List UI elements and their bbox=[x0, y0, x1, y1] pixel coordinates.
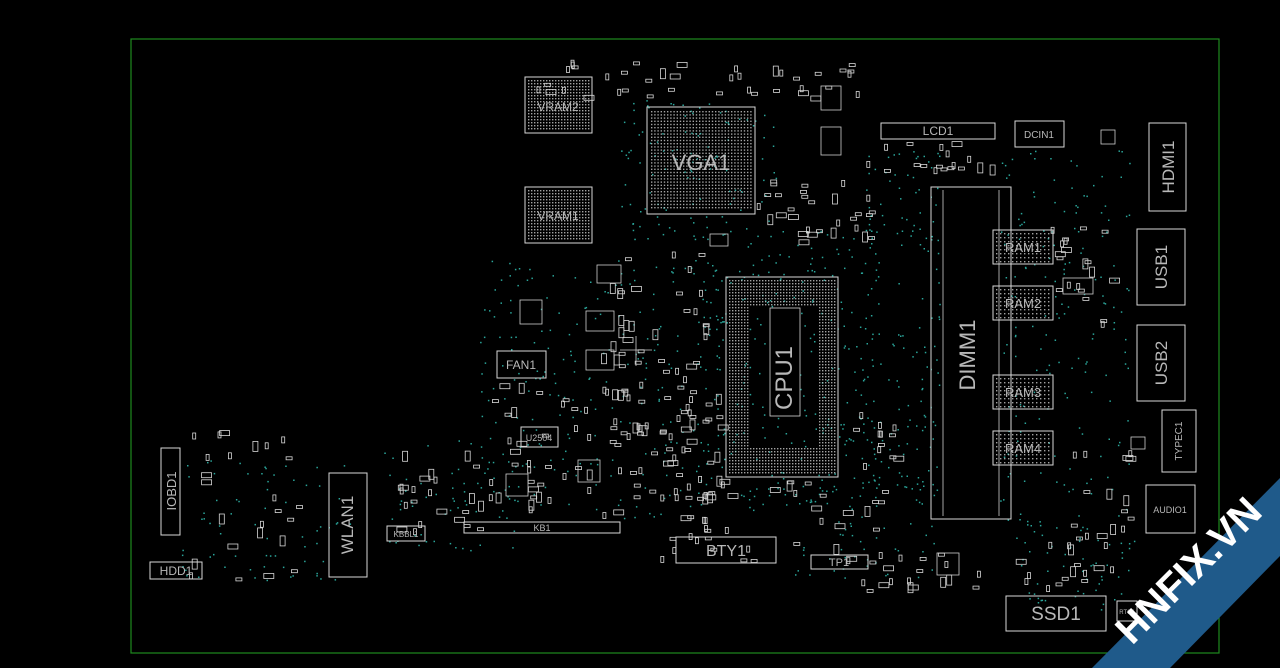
dimm1-slot[interactable]: DIMM1 bbox=[930, 186, 1012, 520]
typec1-connector[interactable]: TYPEC1 bbox=[1161, 409, 1197, 473]
cpu1-label: CPU1 bbox=[771, 346, 798, 410]
kbbl1-label: KBBL1 bbox=[394, 530, 419, 539]
typec1-label: TYPEC1 bbox=[1174, 421, 1185, 460]
tp1-label: TP1 bbox=[829, 557, 849, 569]
ram4-ball-grid bbox=[996, 434, 1050, 464]
ram1-ball-grid bbox=[996, 233, 1050, 263]
vram2-ball-grid bbox=[528, 80, 590, 130]
iobd1-connector[interactable]: IOBD1 bbox=[160, 447, 181, 536]
usb1-label: USB1 bbox=[1152, 245, 1171, 289]
iobd1-label: IOBD1 bbox=[164, 471, 179, 510]
ram2-chip[interactable]: RAM2 bbox=[992, 285, 1054, 321]
ram2-ball-grid bbox=[996, 289, 1050, 319]
fan1-label: FAN1 bbox=[506, 358, 536, 372]
u2504-label: U2504 bbox=[526, 433, 553, 443]
ram3-label: RAM3 bbox=[1005, 385, 1041, 400]
vram1-ball-grid bbox=[528, 190, 590, 240]
rtc1-label: RTC1 bbox=[1119, 610, 1135, 616]
wlan1-label: WLAN1 bbox=[338, 496, 357, 555]
fan1-connector[interactable]: FAN1 bbox=[496, 350, 547, 379]
cpu1-ball-grid bbox=[729, 280, 836, 474]
ssd1-slot[interactable]: SSD1 bbox=[1005, 595, 1107, 632]
u2504-chip[interactable]: U2504 bbox=[520, 426, 559, 448]
audio1-label: AUDIO1 bbox=[1153, 505, 1187, 515]
hdd1-label: HDD1 bbox=[160, 564, 193, 578]
lcd1-label: LCD1 bbox=[923, 124, 954, 138]
ram1-label: RAM1 bbox=[1005, 240, 1041, 255]
bty1-connector[interactable]: BTY1 bbox=[675, 536, 777, 564]
small-components-layer bbox=[189, 59, 1137, 594]
vram1-chip[interactable]: VRAM1 bbox=[524, 186, 593, 244]
dimm1-label: DIMM1 bbox=[955, 320, 980, 391]
vga1-ball-grid bbox=[651, 111, 752, 209]
vga1-chip[interactable]: VGA1 bbox=[646, 106, 756, 215]
bty1-label: BTY1 bbox=[706, 543, 746, 560]
dcin1-label: DCIN1 bbox=[1024, 130, 1054, 141]
rtc1-connector[interactable]: RTC1 bbox=[1116, 600, 1138, 622]
kb1-label: KB1 bbox=[533, 523, 550, 533]
usb1-connector[interactable]: USB1 bbox=[1136, 228, 1186, 306]
vga1-label: VGA1 bbox=[672, 150, 731, 175]
cpu1-chip[interactable]: CPU1 bbox=[725, 276, 839, 478]
vram2-chip[interactable]: VRAM2 bbox=[524, 76, 593, 134]
hdmi1-label: HDMI1 bbox=[1159, 141, 1178, 194]
hdmi1-connector[interactable]: HDMI1 bbox=[1148, 122, 1187, 212]
via-layer bbox=[181, 100, 1136, 611]
ssd1-label: SSD1 bbox=[1031, 604, 1081, 625]
kb1-connector[interactable]: KB1 bbox=[463, 521, 621, 534]
misc-ics bbox=[505, 85, 1146, 576]
audio1-jack[interactable]: AUDIO1 bbox=[1145, 484, 1196, 534]
ram2-label: RAM2 bbox=[1005, 296, 1041, 311]
ram4-chip[interactable]: RAM4 bbox=[992, 430, 1054, 466]
ram3-chip[interactable]: RAM3 bbox=[992, 374, 1054, 410]
dcin1-connector[interactable]: DCIN1 bbox=[1014, 120, 1065, 148]
ram1-chip[interactable]: RAM1 bbox=[992, 229, 1054, 265]
vram1-label: VRAM1 bbox=[537, 209, 579, 223]
ram3-ball-grid bbox=[996, 378, 1050, 408]
lcd1-connector[interactable]: LCD1 bbox=[880, 122, 996, 140]
hdd1-connector[interactable]: HDD1 bbox=[149, 561, 203, 580]
kbbl1-connector[interactable]: KBBL1 bbox=[386, 525, 426, 542]
usb2-label: USB2 bbox=[1152, 341, 1171, 385]
ram4-label: RAM4 bbox=[1005, 441, 1041, 456]
board-outline bbox=[130, 38, 1220, 654]
tp1-connector[interactable]: TP1 bbox=[810, 554, 869, 570]
wlan1-slot[interactable]: WLAN1 bbox=[328, 472, 368, 578]
vram2-label: VRAM2 bbox=[537, 100, 579, 114]
usb2-connector[interactable]: USB2 bbox=[1136, 324, 1186, 402]
